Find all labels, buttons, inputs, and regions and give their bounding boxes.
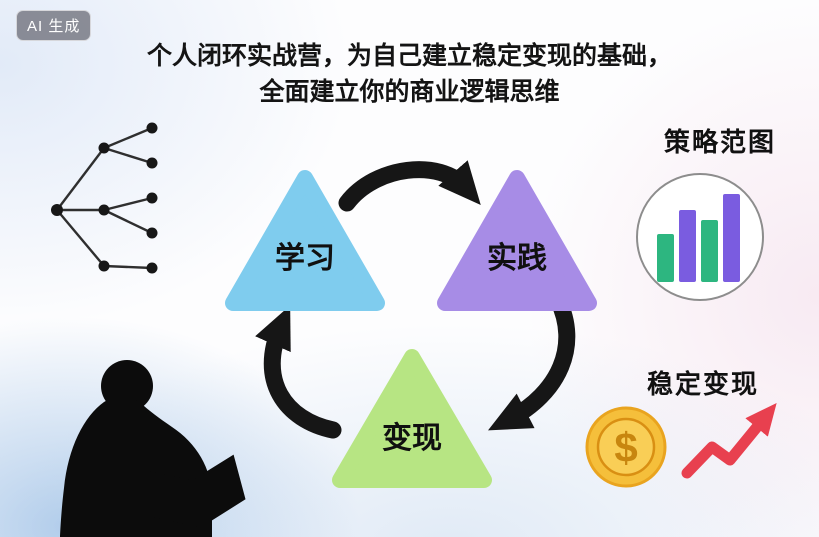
tree-node <box>146 192 158 204</box>
triangle-monetize <box>332 349 492 488</box>
chart-bar <box>723 194 740 282</box>
triangle-monetize-label: 变现 <box>382 421 442 455</box>
chart-bar <box>679 210 696 282</box>
tree-node <box>51 204 63 216</box>
person-reading-silhouette <box>60 360 246 537</box>
strategy-bars <box>657 194 740 282</box>
page-title: 个人闭环实战营，为自己建立稳定变现的基础， 全面建立你的商业逻辑思维 <box>0 38 819 110</box>
strategy-chart <box>636 173 764 301</box>
chart-bar <box>657 234 674 282</box>
chart-circle <box>636 173 764 301</box>
triangle-practice-label: 实践 <box>487 241 547 275</box>
tree-node <box>146 122 158 134</box>
tree-node <box>146 262 158 274</box>
cycle-arrow-practice-to-monetize <box>487 291 576 431</box>
tree-node <box>98 204 110 216</box>
trend-up-arrow <box>681 402 777 479</box>
title-line-2: 全面建立你的商业逻辑思维 <box>259 78 560 106</box>
title-line-1: 个人闭环实战营，为自己建立稳定变现的基础， <box>146 42 672 70</box>
triangle-practice <box>437 170 597 311</box>
monetization-label: 稳定变现 <box>646 369 759 399</box>
book-shape <box>144 454 246 528</box>
tree-node <box>98 260 110 272</box>
dollar-symbol: $ <box>614 424 637 471</box>
triangle-learn-label: 学习 <box>275 241 335 275</box>
ai-generated-badge: AI 生成 <box>16 10 92 41</box>
strategy-chart-label: 策略范图 <box>663 127 776 157</box>
chart-bar <box>701 220 718 282</box>
tree-node <box>146 227 158 239</box>
cycle-arrow-learn-to-practice <box>338 160 481 212</box>
triangle-learn <box>225 170 385 311</box>
dollar-coin: $ <box>585 406 667 488</box>
cycle-arrow-monetize-to-learn <box>255 305 342 439</box>
tree-node <box>146 157 158 169</box>
tree-diagram <box>51 122 158 274</box>
tree-node <box>98 142 110 154</box>
